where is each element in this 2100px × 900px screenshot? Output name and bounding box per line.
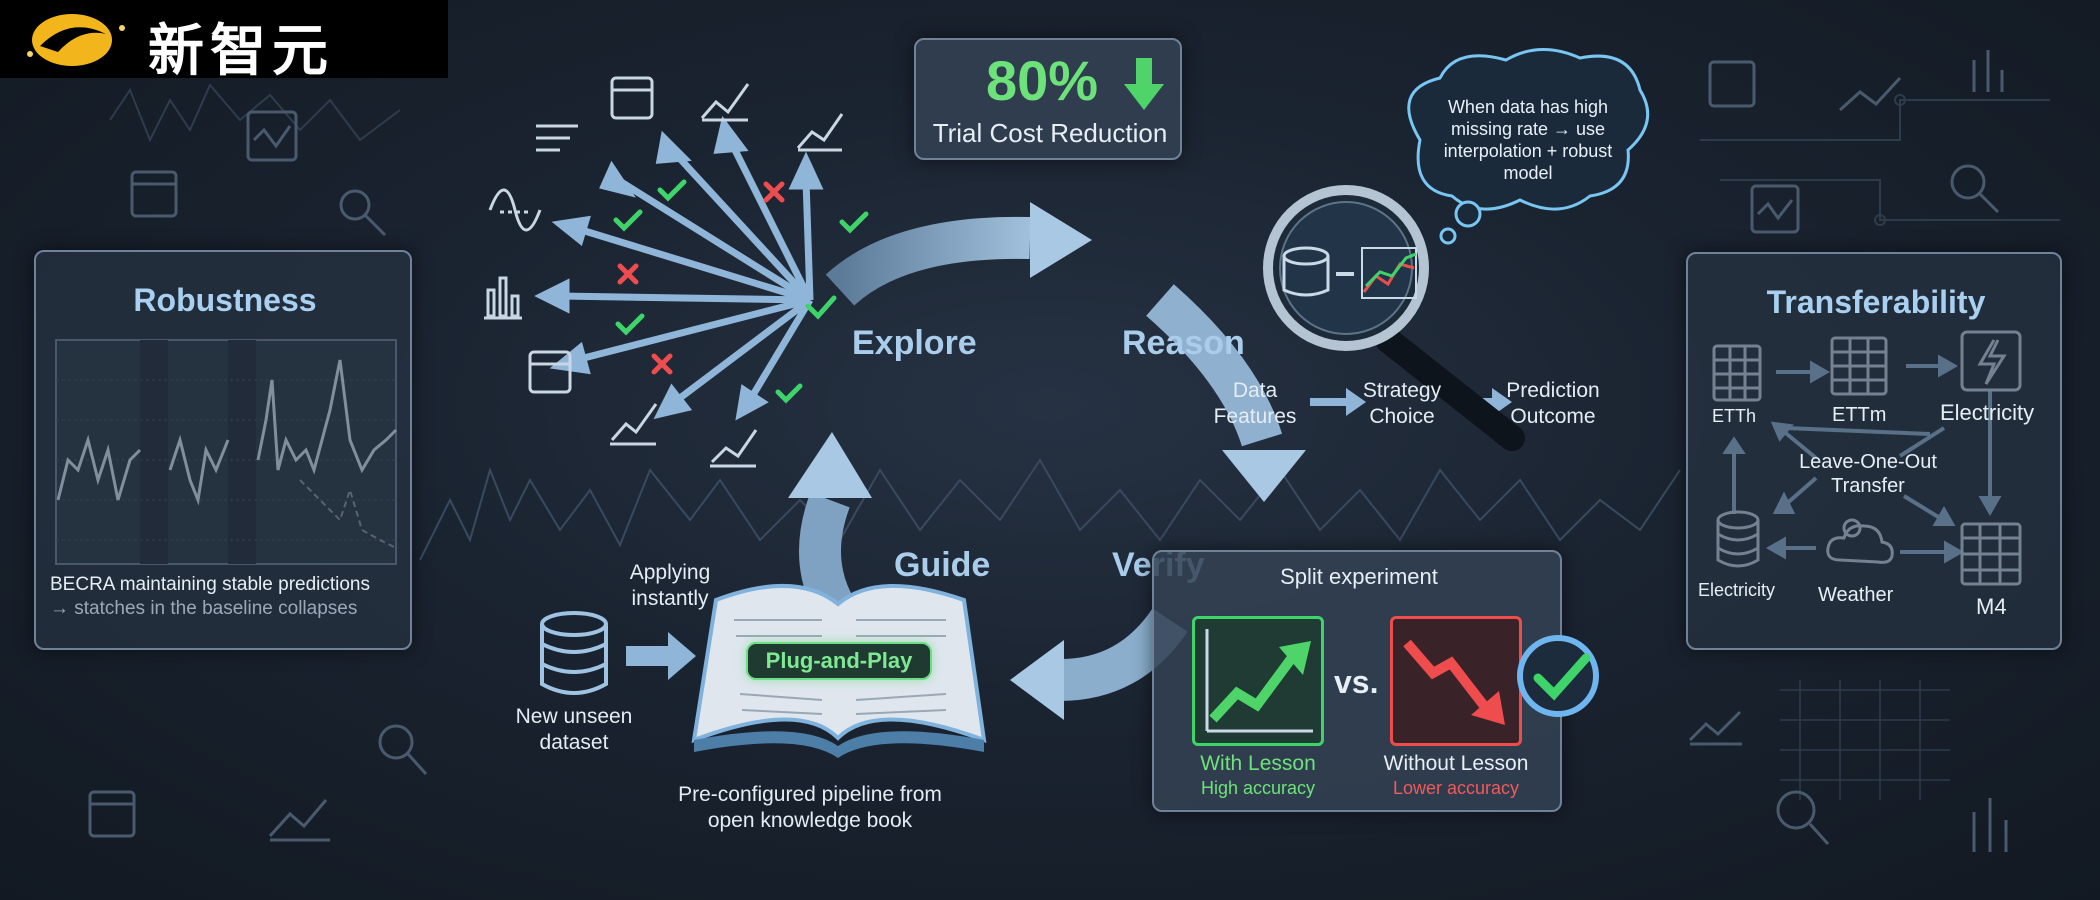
logo: 新智元 — [0, 0, 448, 84]
cost-label: Trial Cost Reduction — [932, 118, 1168, 148]
guide-new-dataset-label: New unseen dataset — [515, 705, 633, 754]
guide-book-caption-line1: Pre-configured pipeline from — [678, 783, 942, 806]
bg-waveform-left — [109, 83, 401, 143]
thought-text: When data has high missing rate → use in… — [1443, 97, 1613, 183]
without-lesson-chart — [1390, 616, 1522, 746]
with-lesson-label: With Lesson — [1200, 752, 1316, 775]
magnifier-icon — [1263, 185, 1525, 451]
reason-step-strategy-choice: Strategy Choice — [1362, 379, 1442, 428]
uptrend-icon — [1205, 629, 1313, 733]
robustness-title: Robustness — [133, 282, 317, 318]
without-lesson-sub: Lower accuracy — [1392, 778, 1520, 798]
plug-and-play-badge: Plug-and-Play — [746, 642, 932, 680]
transferability-title: Transferability — [1766, 284, 1986, 320]
thought-bubble — [1407, 48, 1650, 245]
stage-guide: Guide — [894, 546, 991, 584]
explore-fan-arrows — [534, 115, 824, 421]
with-lesson-sub: High accuracy — [1200, 778, 1316, 798]
transfer-center-line1: Leave-One-Out — [1799, 451, 1937, 473]
without-lesson-label: Without Lesson — [1383, 752, 1529, 775]
logo-text: 新智元 — [148, 18, 334, 84]
bg-circuit-top-right — [1700, 94, 2060, 226]
verify-vs: vs. — [1334, 664, 1379, 700]
node-electricity-bottom: Electricity — [1698, 580, 1776, 600]
node-weather: Weather — [1818, 584, 1894, 606]
reason-step-prediction-outcome: Prediction Outcome — [1506, 379, 1600, 428]
transfer-center-line2: Transfer — [1831, 475, 1905, 497]
verify-title: Split experiment — [1280, 564, 1438, 589]
guide-book-caption-line2: open knowledge book — [707, 809, 913, 832]
reason-step-data-features: Data Features — [1213, 379, 1297, 428]
node-electricity-top: Electricity — [1940, 400, 2035, 425]
robustness-caption-line1: BECRA maintaining stable predictions — [50, 574, 371, 595]
explore-cross-marks — [617, 181, 785, 375]
with-lesson-chart — [1192, 616, 1324, 746]
robustness-caption-line2: → statches in the baseline collapses — [50, 598, 358, 619]
bg-grid-bottom-right — [1780, 680, 1950, 800]
robustness-panel: Robustness BECRA maintaining stable pred… — [34, 250, 412, 650]
guide-applying-label: Applying instantly — [629, 561, 711, 610]
verified-check-icon — [1517, 635, 1599, 717]
new-dataset-icon — [540, 611, 608, 695]
guide-arrow — [626, 632, 696, 680]
verify-panel: Split experiment vs. With Lesson High ac… — [1152, 550, 1599, 812]
node-m4: M4 — [1976, 594, 2007, 619]
down-arrow-icon — [1124, 58, 1164, 110]
explore-end-icons — [484, 76, 844, 468]
stage-explore: Explore — [852, 324, 977, 362]
stage-reason: Reason — [1122, 324, 1245, 362]
logo-swirl-icon — [27, 14, 125, 66]
node-etth: ETTh — [1712, 406, 1757, 426]
guide-book-caption: Pre-configured pipeline from open knowle… — [620, 782, 1000, 834]
explore-check-marks — [613, 179, 869, 404]
transferability-panel: Transferability ETTh ETTm Electricity Le… — [1686, 252, 2062, 650]
cost-value: 80% — [986, 49, 1099, 112]
bg-icon-set — [88, 50, 2008, 852]
transfer-center-label: Leave-One-Out Transfer — [1788, 450, 1948, 498]
bg-waveform-center — [419, 458, 1681, 561]
downtrend-icon — [1403, 639, 1505, 725]
cost-reduction-card: 80% Trial Cost Reduction — [914, 38, 1182, 160]
node-ettm: ETTm — [1832, 404, 1887, 426]
